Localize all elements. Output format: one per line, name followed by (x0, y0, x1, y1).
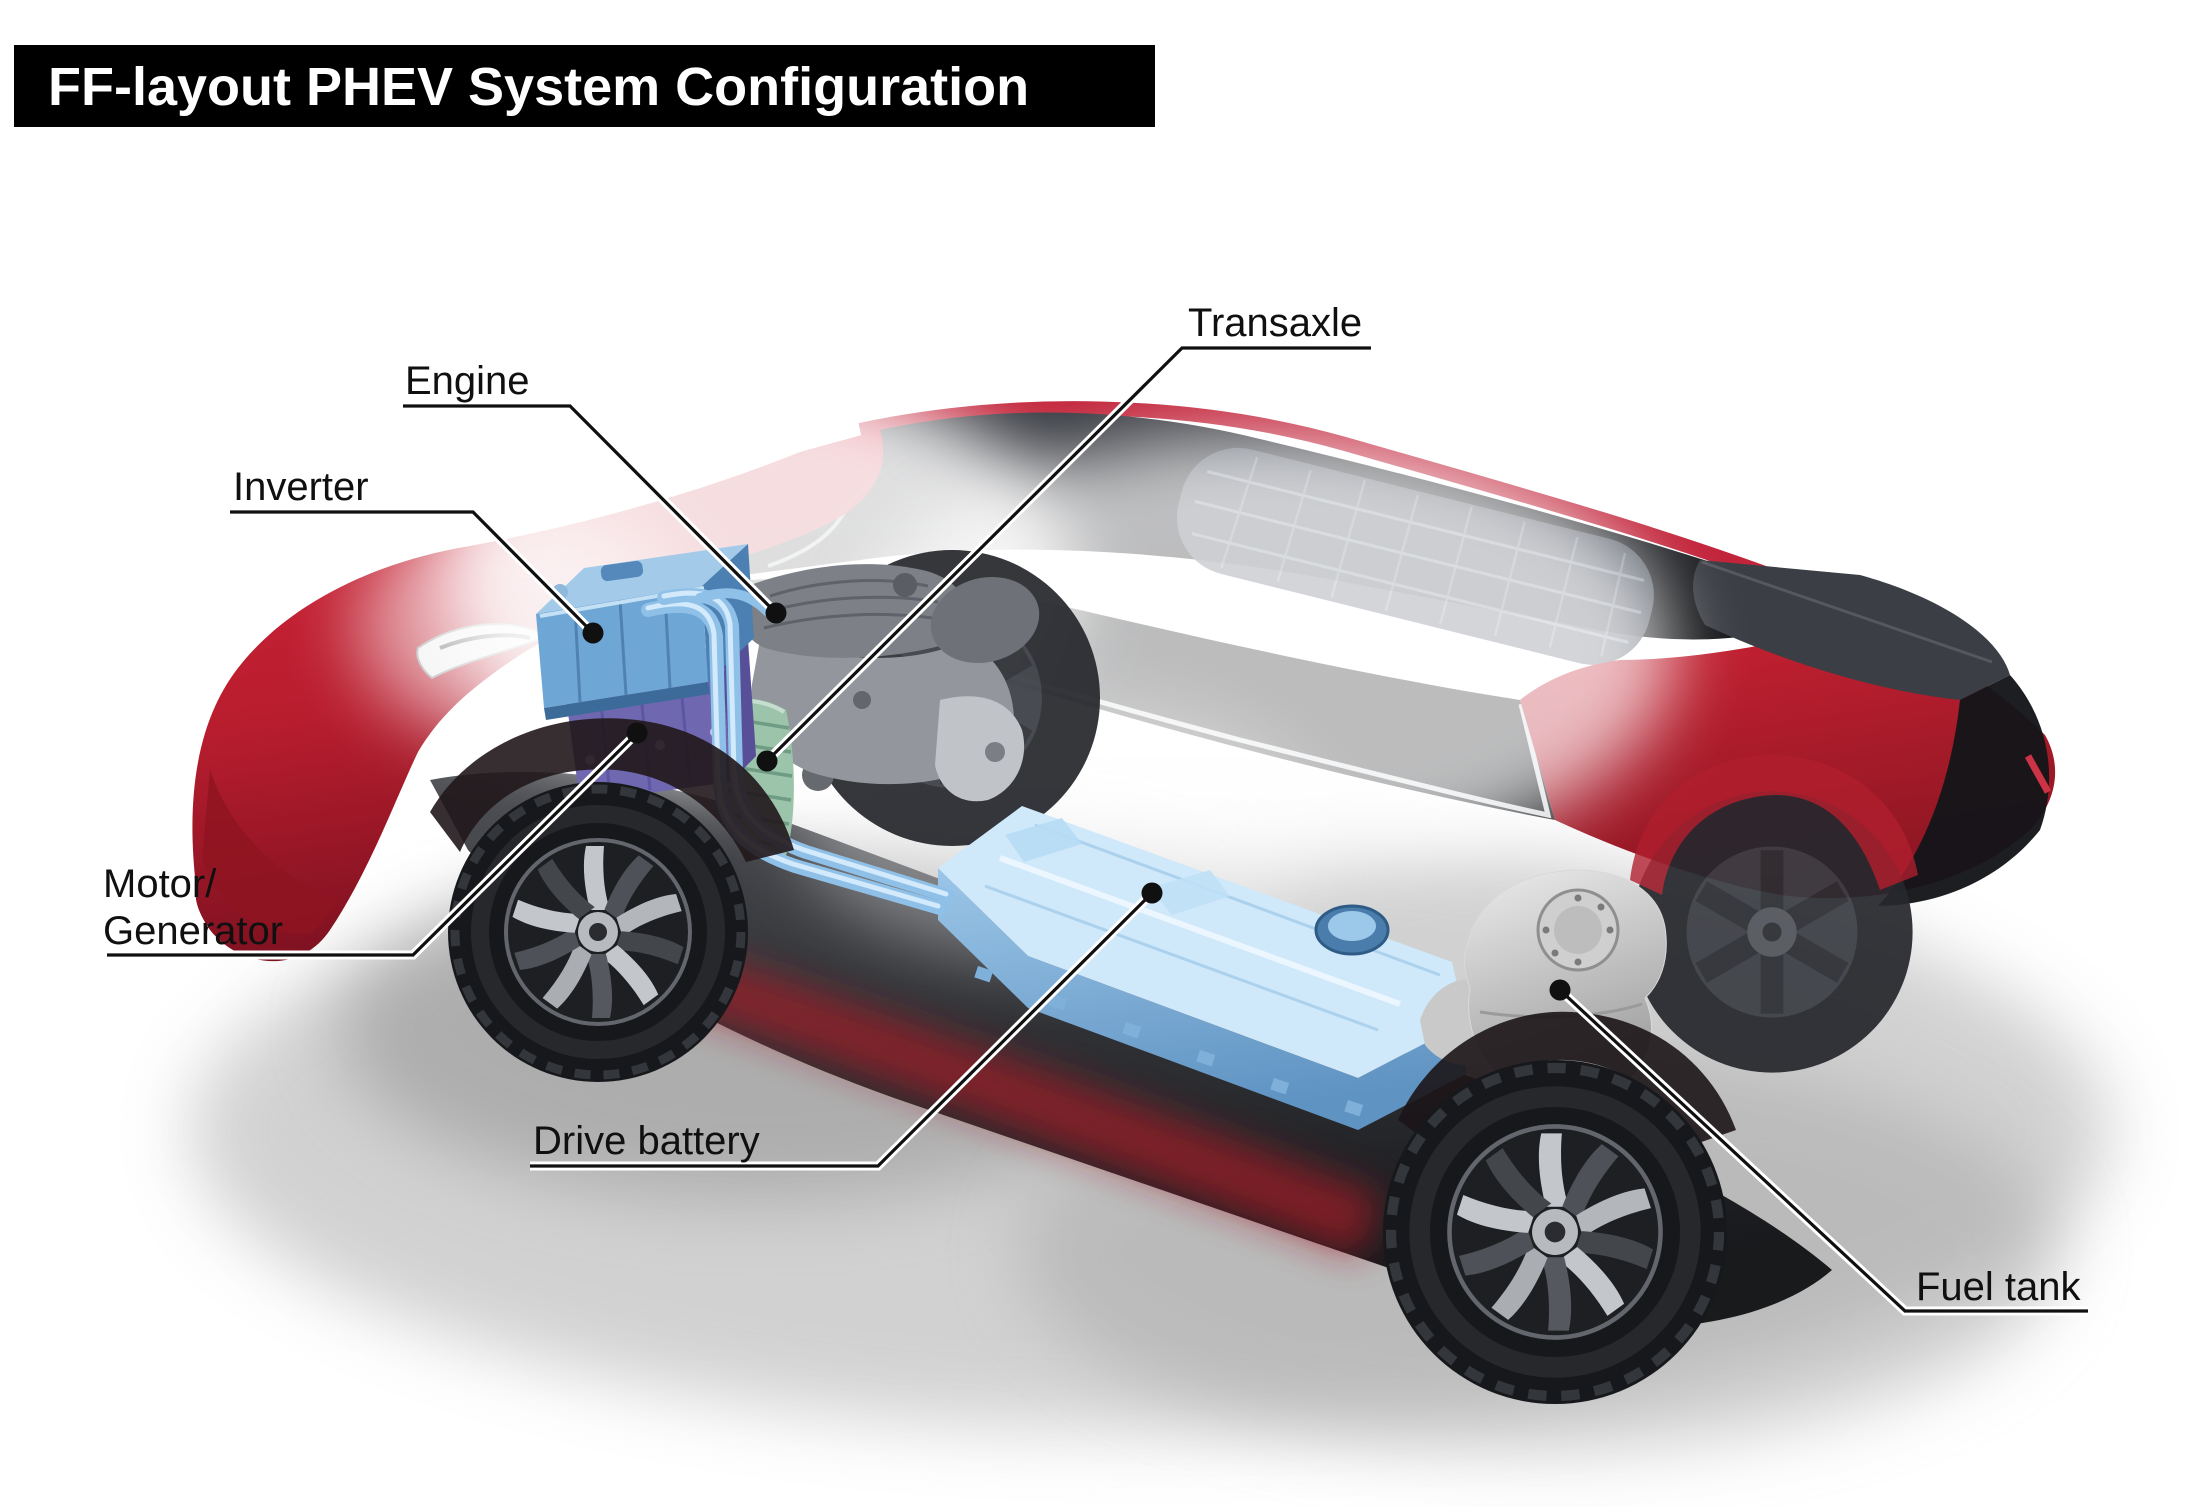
inverter-callout: Inverter (230, 465, 604, 644)
motor-generator-callout: Motor/ Generator (103, 722, 648, 960)
drive-battery-label: Drive battery (533, 1119, 760, 1163)
tail-lamp (2024, 754, 2052, 794)
spoiler-facet-line (1701, 560, 1993, 664)
battery-mount-tabs (974, 966, 1364, 1117)
fuel-pump-plate (1536, 888, 1620, 972)
drive-battery-dot (1141, 882, 1163, 904)
inverter-label: Inverter (233, 465, 369, 509)
front-bumper-shadow (202, 770, 340, 935)
engine-callout: Engine (403, 359, 787, 624)
fuel-tank-label: Fuel tank (1916, 1265, 2082, 1309)
engine-dot (765, 602, 787, 624)
title-bar: FF-layout PHEV System Configuration (14, 45, 1155, 127)
rocker-red-stripe (620, 930, 1380, 1258)
transaxle-dot (756, 750, 778, 772)
front-wheel-arch (430, 718, 794, 862)
engine-component (737, 564, 1040, 802)
drive-battery-callout: Drive battery (530, 882, 1163, 1171)
inverter-dot (582, 622, 604, 644)
motor-generator-dot (626, 722, 648, 744)
fuel-tank-callout: Fuel tank (1549, 979, 2088, 1316)
transaxle-callout: Transaxle (756, 301, 1371, 772)
front-wheel (448, 782, 748, 1082)
far-rear-fender-arch (1630, 755, 1918, 895)
engine-label: Engine (405, 359, 530, 403)
rear-wheel (1383, 1060, 1727, 1404)
transaxle-label: Transaxle (1188, 301, 1362, 345)
title-bar-background (14, 45, 1155, 127)
motor-generator-label-line2: Generator (103, 909, 283, 953)
rear-tail-panel (1878, 675, 2050, 906)
callouts: Engine Inverter Transaxle Motor/ Generat… (103, 301, 2088, 1316)
fuel-tank-dot (1549, 979, 1571, 1001)
rear-wheel-arch (1398, 1011, 1736, 1146)
far-rear-wheel (1630, 755, 1918, 1073)
battery-filler-cap (1314, 904, 1390, 956)
battery-top-face (938, 806, 1466, 1078)
motor-generator-label-line1: Motor/ (103, 862, 217, 906)
rear-spoiler (1693, 560, 2010, 700)
page-title: FF-layout PHEV System Configuration (48, 57, 1029, 117)
